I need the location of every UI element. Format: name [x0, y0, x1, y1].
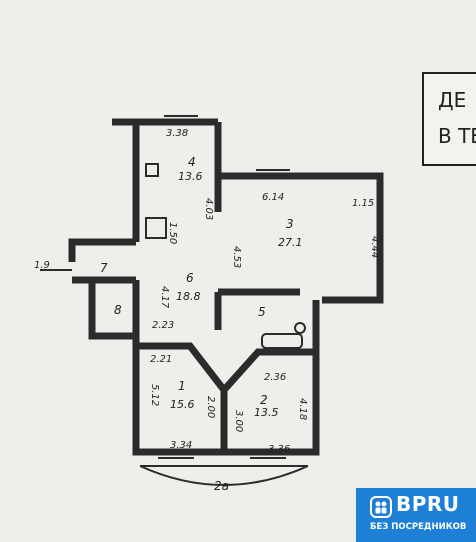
dim-3-38: 3.38	[166, 128, 188, 139]
room-4-area: 13.6	[178, 170, 203, 183]
stove	[145, 163, 159, 177]
dim-3-34: 3.34	[170, 440, 192, 451]
logo-name: BPRU	[396, 492, 460, 516]
dim-2-36: 2.36	[264, 372, 286, 383]
bathtub	[261, 333, 303, 349]
dim-4-17: 4.17	[159, 286, 170, 309]
logo-tagline: БЕЗ ПОСРЕДНИКОВ	[370, 522, 467, 532]
dim-5-12: 5.12	[149, 384, 160, 406]
room-3-area: 27.1	[278, 236, 303, 249]
stamp-box: ДЕ В ТЕ	[422, 72, 476, 166]
dim-2-23: 2.23	[152, 320, 174, 331]
room-7-number: 7	[100, 261, 108, 275]
room-3-number: 3	[286, 217, 294, 231]
dim-2-21: 2.21	[150, 354, 172, 365]
room-5-number: 5	[258, 305, 266, 319]
room-2a-number: 2а	[214, 479, 229, 493]
dim-1-15: 1.15	[352, 198, 374, 209]
stamp-text-line-2: В ТЕ	[438, 124, 476, 148]
room-6-number: 6	[186, 271, 194, 285]
dim-4-53: 4.53	[231, 246, 242, 268]
room-1-area: 15.6	[170, 398, 195, 411]
room-2-area: 13.5	[254, 406, 279, 419]
room-8-number: 8	[114, 303, 122, 317]
dim-6-14: 6.14	[262, 192, 284, 203]
balcony-arc	[139, 465, 309, 486]
dim-4-18: 4.18	[297, 398, 308, 420]
dim-1-9: 1.9	[34, 260, 50, 271]
dim-2-00: 2.00	[205, 396, 216, 418]
room-4-number: 4	[188, 155, 196, 169]
dim-3-36: 3.36	[268, 444, 290, 455]
stamp-text-line-1: ДЕ	[438, 88, 467, 112]
wall-corridor-top	[68, 238, 136, 262]
dim-1-50: 1.50	[167, 222, 178, 244]
dim-3-00: 3.00	[233, 410, 244, 432]
room-6-area: 18.8	[176, 290, 201, 303]
dim-4-03: 4.03	[203, 198, 214, 220]
room-2-number: 2	[260, 393, 268, 407]
wall-right-room-3	[322, 172, 384, 304]
people-icon	[370, 496, 392, 518]
wall-hall-right-angle	[221, 348, 316, 393]
bpru-logo-badge[interactable]: BPRU БЕЗ ПОСРЕДНИКОВ	[356, 488, 476, 542]
sink	[294, 322, 306, 334]
dim-4-44: 4.44	[369, 236, 380, 258]
wall-room-1	[132, 336, 224, 456]
wall-hall-left-angle	[136, 342, 227, 393]
wall-corridor-bottom	[72, 276, 136, 340]
kitchen-unit	[145, 217, 167, 239]
room-1-number: 1	[178, 379, 186, 393]
